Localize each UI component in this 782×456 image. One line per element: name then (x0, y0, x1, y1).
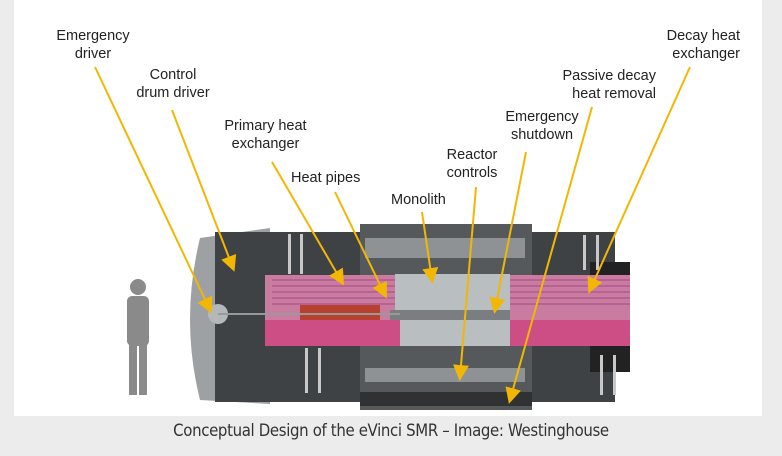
reactor-diagram (94, 66, 691, 410)
label-emergency-driver: Emergency driver (56, 28, 130, 62)
reactor-body (190, 224, 630, 410)
arrow-reactor-controls (453, 186, 477, 381)
label-heat-pipes: Heat pipes (291, 170, 361, 186)
label-primary-heat-exchanger: Primary heat exchanger (224, 118, 307, 152)
label-decay-heat-exchanger: Decay heat exchanger (666, 28, 740, 62)
arrow-emergency-shutdown (489, 151, 527, 314)
label-reactor-controls: Reactor controls (446, 147, 498, 181)
arrow-control-drum-driver (171, 109, 237, 272)
label-emergency-shutdown: Emergency shutdown (505, 109, 579, 143)
arrow-emergency-driver (94, 66, 213, 314)
arrow-decay-heat-exchanger (587, 66, 691, 294)
label-control-drum-driver: Control drum driver (136, 67, 210, 101)
figure-caption: Conceptual Design of the eVinci SMR – Im… (173, 421, 609, 441)
label-passive-decay-heat-removal: Passive decay heat removal (562, 68, 657, 102)
person-silhouette (127, 279, 149, 395)
arrow-primary-heat-exchanger (271, 161, 345, 286)
arrow-monolith (421, 211, 439, 284)
arrow-heat-pipes (334, 191, 387, 299)
label-monolith: Monolith (391, 192, 446, 208)
arrow-passive-decay-heat-removal (505, 106, 593, 404)
